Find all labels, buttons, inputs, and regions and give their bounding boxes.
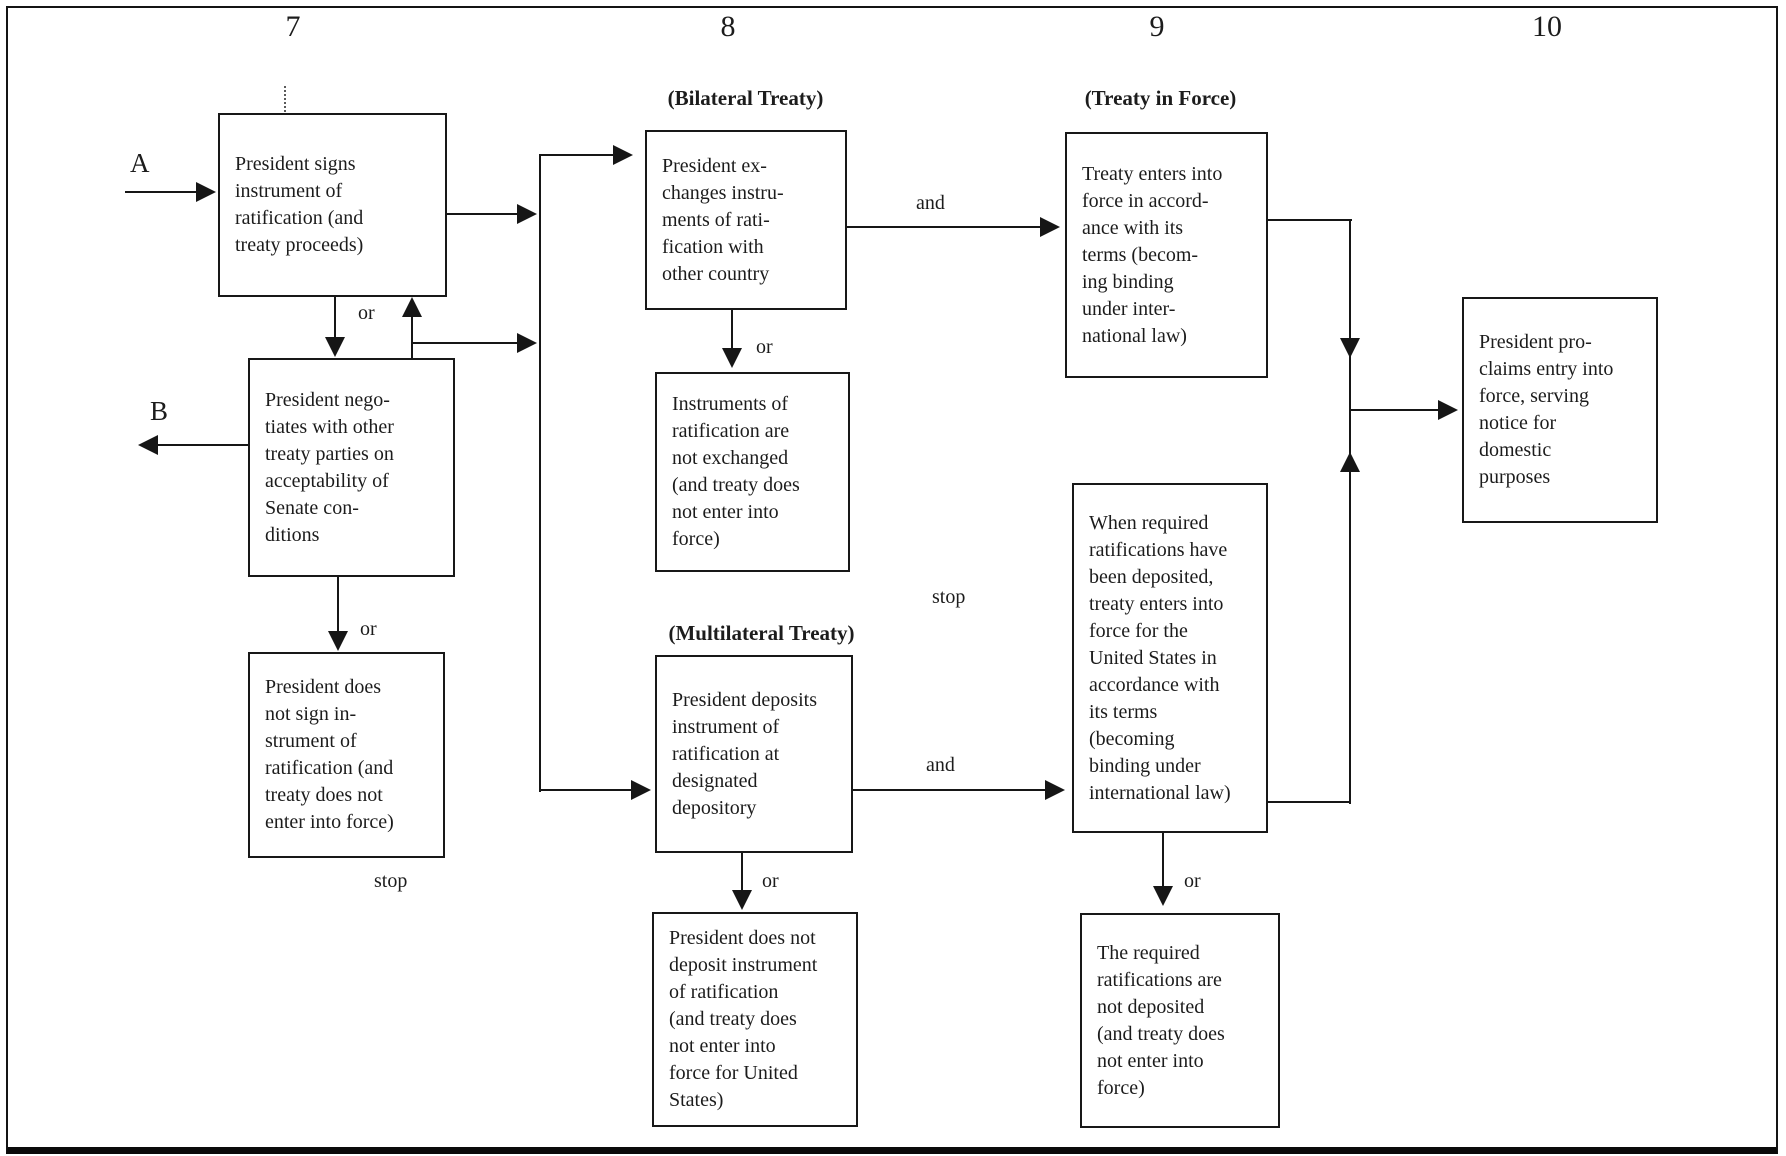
box-president-exchanges: President ex- changes instru- ments of r… bbox=[645, 130, 847, 310]
arrow-exchanges-to-notexchanged-line bbox=[731, 310, 733, 350]
connector-label-a: A bbox=[130, 148, 150, 178]
arrow-a-entry-line bbox=[125, 191, 197, 193]
box-president-does-not-sign: President does not sign in- strument of … bbox=[248, 652, 445, 858]
arrow-negotiates-to-signs-line bbox=[411, 316, 413, 358]
arrow-signs-to-trunk-line bbox=[447, 213, 519, 215]
arrow-trunk-to-bilateral-head-icon bbox=[613, 145, 633, 165]
box-president-deposits: President deposits instrument of ratific… bbox=[655, 655, 853, 853]
arrow-negotiates-to-notsign-line bbox=[337, 577, 339, 633]
box-president-negotiates: President nego- tiates with other treaty… bbox=[248, 358, 455, 577]
column-header-10: 10 bbox=[1532, 10, 1562, 43]
label-and-bilateral: and bbox=[916, 192, 945, 214]
column-header-9: 9 bbox=[1149, 10, 1165, 43]
box-president-proclaims: President pro- claims entry into force, … bbox=[1462, 297, 1658, 523]
label-bilateral-treaty: (Bilateral Treaty) bbox=[667, 86, 824, 110]
label-or-bilateral: or bbox=[756, 336, 773, 358]
box-president-proclaims-text: President pro- claims entry into force, … bbox=[1479, 331, 1614, 488]
arrow-trunk-to-multilateral-head-icon bbox=[631, 780, 651, 800]
box-president-does-not-deposit-text: President does not deposit instrument of… bbox=[669, 927, 818, 1111]
label-stop-column7: stop bbox=[374, 870, 408, 892]
arrow-a-entry-head-icon bbox=[196, 182, 216, 202]
arrow-junction-to-proclaims-head-icon bbox=[1438, 400, 1458, 420]
trunk-vertical-line bbox=[539, 154, 541, 792]
junction-down-head-icon bbox=[1340, 338, 1360, 358]
label-and-multilateral: and bbox=[926, 754, 955, 776]
label-stop-middle: stop bbox=[932, 586, 966, 608]
arrow-trunk-to-multilateral-line bbox=[540, 789, 632, 791]
arrow-b-exit-head-icon bbox=[138, 435, 158, 455]
box-when-required-ratifications-text: When required ratifications have been de… bbox=[1089, 511, 1231, 804]
box-president-signs-text: President signs instrument of ratificati… bbox=[235, 153, 364, 256]
box-when-required-ratifications: When required ratifications have been de… bbox=[1072, 483, 1268, 833]
arrow-exchanges-to-entersforce-head-icon bbox=[1040, 217, 1060, 237]
arrow-deposits-to-whenrequired-head-icon bbox=[1045, 780, 1065, 800]
arrow-exchanges-to-entersforce-line bbox=[847, 226, 1042, 228]
box-president-does-not-sign-text: President does not sign in- strument of … bbox=[265, 676, 394, 833]
diagram-border bbox=[6, 6, 1778, 1154]
arrow-negotiates-to-signs-head-icon bbox=[402, 297, 422, 317]
dotted-stub-line bbox=[284, 86, 286, 112]
arrow-deposits-to-notdeposit-line bbox=[741, 853, 743, 892]
arrow-trunk-to-bilateral-line bbox=[540, 154, 614, 156]
arrow-signs-to-negotiates-line bbox=[334, 297, 336, 339]
column-header-8: 8 bbox=[720, 10, 736, 43]
junction-up-head-icon bbox=[1340, 452, 1360, 472]
arrow-whenrequired-out-line bbox=[1268, 801, 1351, 803]
label-multilateral-treaty: (Multilateral Treaty) bbox=[668, 621, 855, 645]
box-instruments-not-exchanged: Instruments of ratification are not exch… bbox=[655, 372, 850, 572]
label-treaty-in-force: (Treaty in Force) bbox=[1084, 86, 1237, 110]
junction-vertical-line bbox=[1349, 219, 1351, 804]
arrow-whenrequired-to-notdeposited-head-icon bbox=[1153, 886, 1173, 906]
label-or-negotiates-notsign: or bbox=[360, 618, 377, 640]
arrow-signs-to-trunk-head-icon bbox=[517, 204, 537, 224]
arrow-deposits-to-whenrequired-line bbox=[853, 789, 1047, 791]
box-president-deposits-text: President deposits instrument of ratific… bbox=[672, 688, 817, 819]
label-or-signs-negotiates: or bbox=[358, 302, 375, 324]
label-or-column9: or bbox=[1184, 870, 1201, 892]
box-president-exchanges-text: President ex- changes instru- ments of r… bbox=[662, 154, 784, 285]
arrow-junction-to-proclaims-line bbox=[1350, 409, 1440, 411]
box-instruments-not-exchanged-text: Instruments of ratification are not exch… bbox=[672, 393, 800, 550]
arrow-whenrequired-to-notdeposited-line bbox=[1162, 833, 1164, 888]
box-president-negotiates-text: President nego- tiates with other treaty… bbox=[265, 388, 394, 546]
box-ratifications-not-deposited-text: The required ratifications are not depos… bbox=[1097, 941, 1225, 1099]
box-ratifications-not-deposited: The required ratifications are not depos… bbox=[1080, 913, 1280, 1128]
box-president-does-not-deposit: President does not deposit instrument of… bbox=[652, 912, 858, 1127]
arrow-negotiates-to-trunk-head-icon bbox=[517, 333, 537, 353]
box-treaty-enters-force: Treaty enters into force in accord- ance… bbox=[1065, 132, 1268, 378]
arrow-deposits-to-notdeposit-head-icon bbox=[732, 890, 752, 910]
arrow-exchanges-to-notexchanged-head-icon bbox=[722, 348, 742, 368]
connector-label-b: B bbox=[150, 396, 169, 426]
arrow-signs-to-negotiates-head-icon bbox=[325, 337, 345, 357]
box-president-signs: President signs instrument of ratificati… bbox=[218, 113, 447, 297]
column-header-7: 7 bbox=[285, 10, 301, 43]
arrow-b-exit-line bbox=[156, 444, 248, 446]
box-treaty-enters-force-text: Treaty enters into force in accord- ance… bbox=[1082, 162, 1223, 347]
arrow-negotiates-to-notsign-head-icon bbox=[328, 631, 348, 651]
arrow-negotiates-to-trunk-line bbox=[412, 342, 519, 344]
arrow-entersforce-out-line bbox=[1268, 219, 1352, 221]
label-or-multilateral: or bbox=[762, 870, 779, 892]
